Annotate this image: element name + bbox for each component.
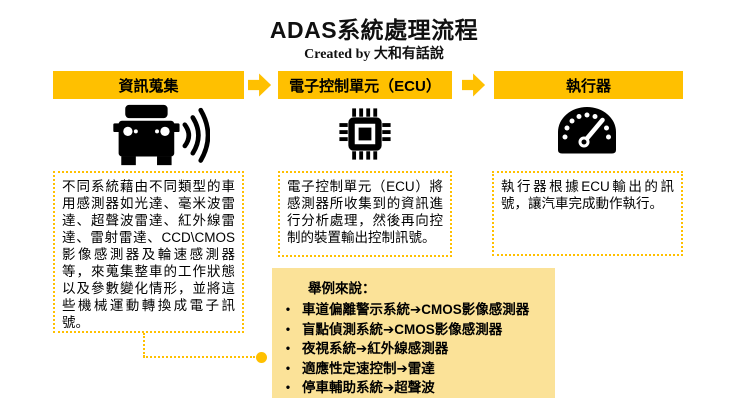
- stage-description-actuator: 執行器根據ECU輸出的訊號，讓汽車完成動作執行。: [492, 171, 683, 256]
- flow-arrow-icon: [462, 73, 486, 97]
- example-item: • 停車輔助系統➔超聲波: [282, 378, 547, 398]
- example-item: • 適應性定速控制➔雷達: [282, 359, 547, 379]
- stage-description-ecu: 電子控制單元（ECU）將感測器所收集到的資訊進行分析處理，然後再向控制的裝置輸出…: [278, 171, 452, 257]
- page-subtitle: Created by 大和有話說: [304, 47, 444, 62]
- bullet-icon: •: [285, 302, 291, 316]
- example-item-text: 盲點偵測系統➔CMOS影像感測器: [302, 321, 503, 337]
- stage-header-info-collection: 資訊蒐集: [53, 71, 244, 99]
- speedometer-icon: [558, 107, 616, 154]
- page-title: ADAS系統處理流程: [269, 17, 479, 43]
- example-item: • 盲點偵測系統➔CMOS影像感測器: [282, 320, 547, 340]
- example-item-text: 停車輔助系統➔超聲波: [302, 380, 435, 395]
- bullet-icon: •: [285, 341, 291, 355]
- stage-header-ecu: 電子控制單元（ECU）: [278, 71, 452, 99]
- connector-end-dot: [256, 352, 267, 363]
- connector-horizontal-line: [143, 356, 255, 358]
- example-item-text: 車道偏離警示系統➔CMOS影像感測器: [302, 302, 530, 317]
- bullet-icon: •: [285, 360, 291, 375]
- example-item-text: 適應性定速控制➔雷達: [302, 360, 435, 376]
- bullet-icon: •: [285, 321, 291, 336]
- example-item: • 車道偏離警示系統➔CMOS影像感測器: [282, 300, 547, 320]
- examples-box: 舉例來說： • 車道偏離警示系統➔CMOS影像感測器 • 盲點偵測系統➔CMOS…: [272, 268, 555, 398]
- ecu-chip-icon: [339, 108, 391, 160]
- examples-title: 舉例來說：: [308, 281, 376, 296]
- example-item: • 夜視系統➔紅外線感測器: [282, 339, 547, 359]
- examples-list: • 車道偏離警示系統➔CMOS影像感測器 • 盲點偵測系統➔CMOS影像感測器 …: [282, 300, 547, 398]
- flow-arrow-icon: [248, 73, 272, 97]
- connector-vertical-line: [143, 333, 145, 357]
- stage-header-actuator: 執行器: [494, 71, 683, 99]
- stage-description-info-collection: 不同系統藉由不同類型的車用感測器如光達、毫米波雷達、超聲波雷達、紅外線雷達、雷射…: [53, 171, 244, 333]
- bullet-icon: •: [285, 380, 291, 394]
- car-radar-icon: [113, 104, 210, 166]
- example-item-text: 夜視系統➔紅外線感測器: [302, 341, 449, 356]
